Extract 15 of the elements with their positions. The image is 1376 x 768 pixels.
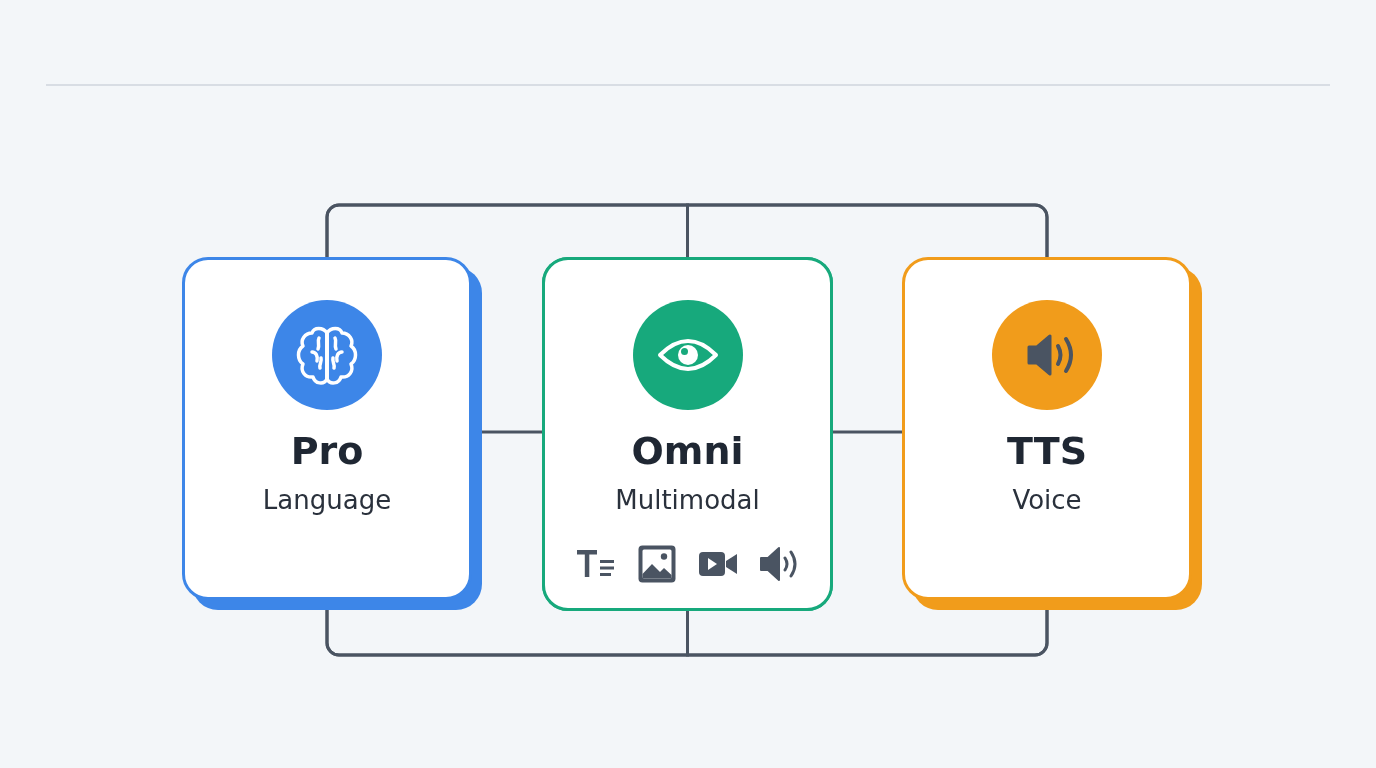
card-subtitle: Voice: [1012, 485, 1082, 516]
model-card: [542, 257, 833, 611]
card-subtitle: Multimodal: [615, 485, 760, 516]
connector-line: [482, 430, 542, 434]
card-title: Omni: [631, 428, 744, 474]
connector-line: [833, 430, 902, 434]
connector-line: [325, 610, 689, 657]
connector-line: [686, 610, 1049, 657]
connector-line: [686, 203, 1049, 257]
connector-line: [325, 203, 689, 257]
card-title: TTS: [1006, 428, 1088, 474]
card-title: Pro: [290, 428, 364, 474]
model-card: [182, 257, 482, 610]
card-subtitle: Language: [262, 485, 392, 516]
model-card: [902, 257, 1202, 610]
